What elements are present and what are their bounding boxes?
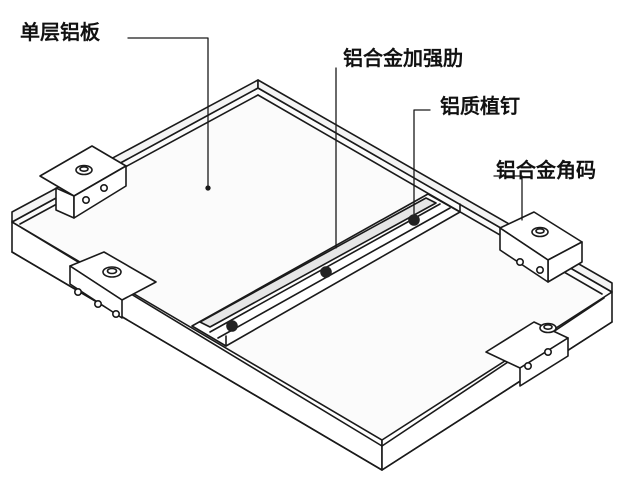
leader-line-stud (413, 109, 431, 215)
label-reinforcing-rib: 铝合金加强肋 (343, 46, 463, 70)
label-single-layer-panel: 单层铝板 (20, 20, 100, 44)
leader-line-bracket (493, 175, 523, 221)
leader-dot-panel (205, 185, 211, 191)
leader-lines (127, 37, 523, 249)
stud-nails (226, 214, 420, 332)
leader-line-panel (127, 37, 209, 187)
corner-bracket-back-right (499, 211, 583, 283)
stud-nail-dot (320, 266, 332, 278)
label-corner-bracket: 铝合金角码 (496, 158, 596, 182)
corner-bracket-front-left (69, 251, 157, 319)
corner-bracket-back-left (39, 145, 127, 219)
stud-nail-dot (226, 320, 238, 332)
stud-nail-dot (408, 214, 420, 226)
corner-bracket-front-right (485, 321, 569, 387)
label-stud-nail: 铝质植钉 (440, 94, 520, 118)
